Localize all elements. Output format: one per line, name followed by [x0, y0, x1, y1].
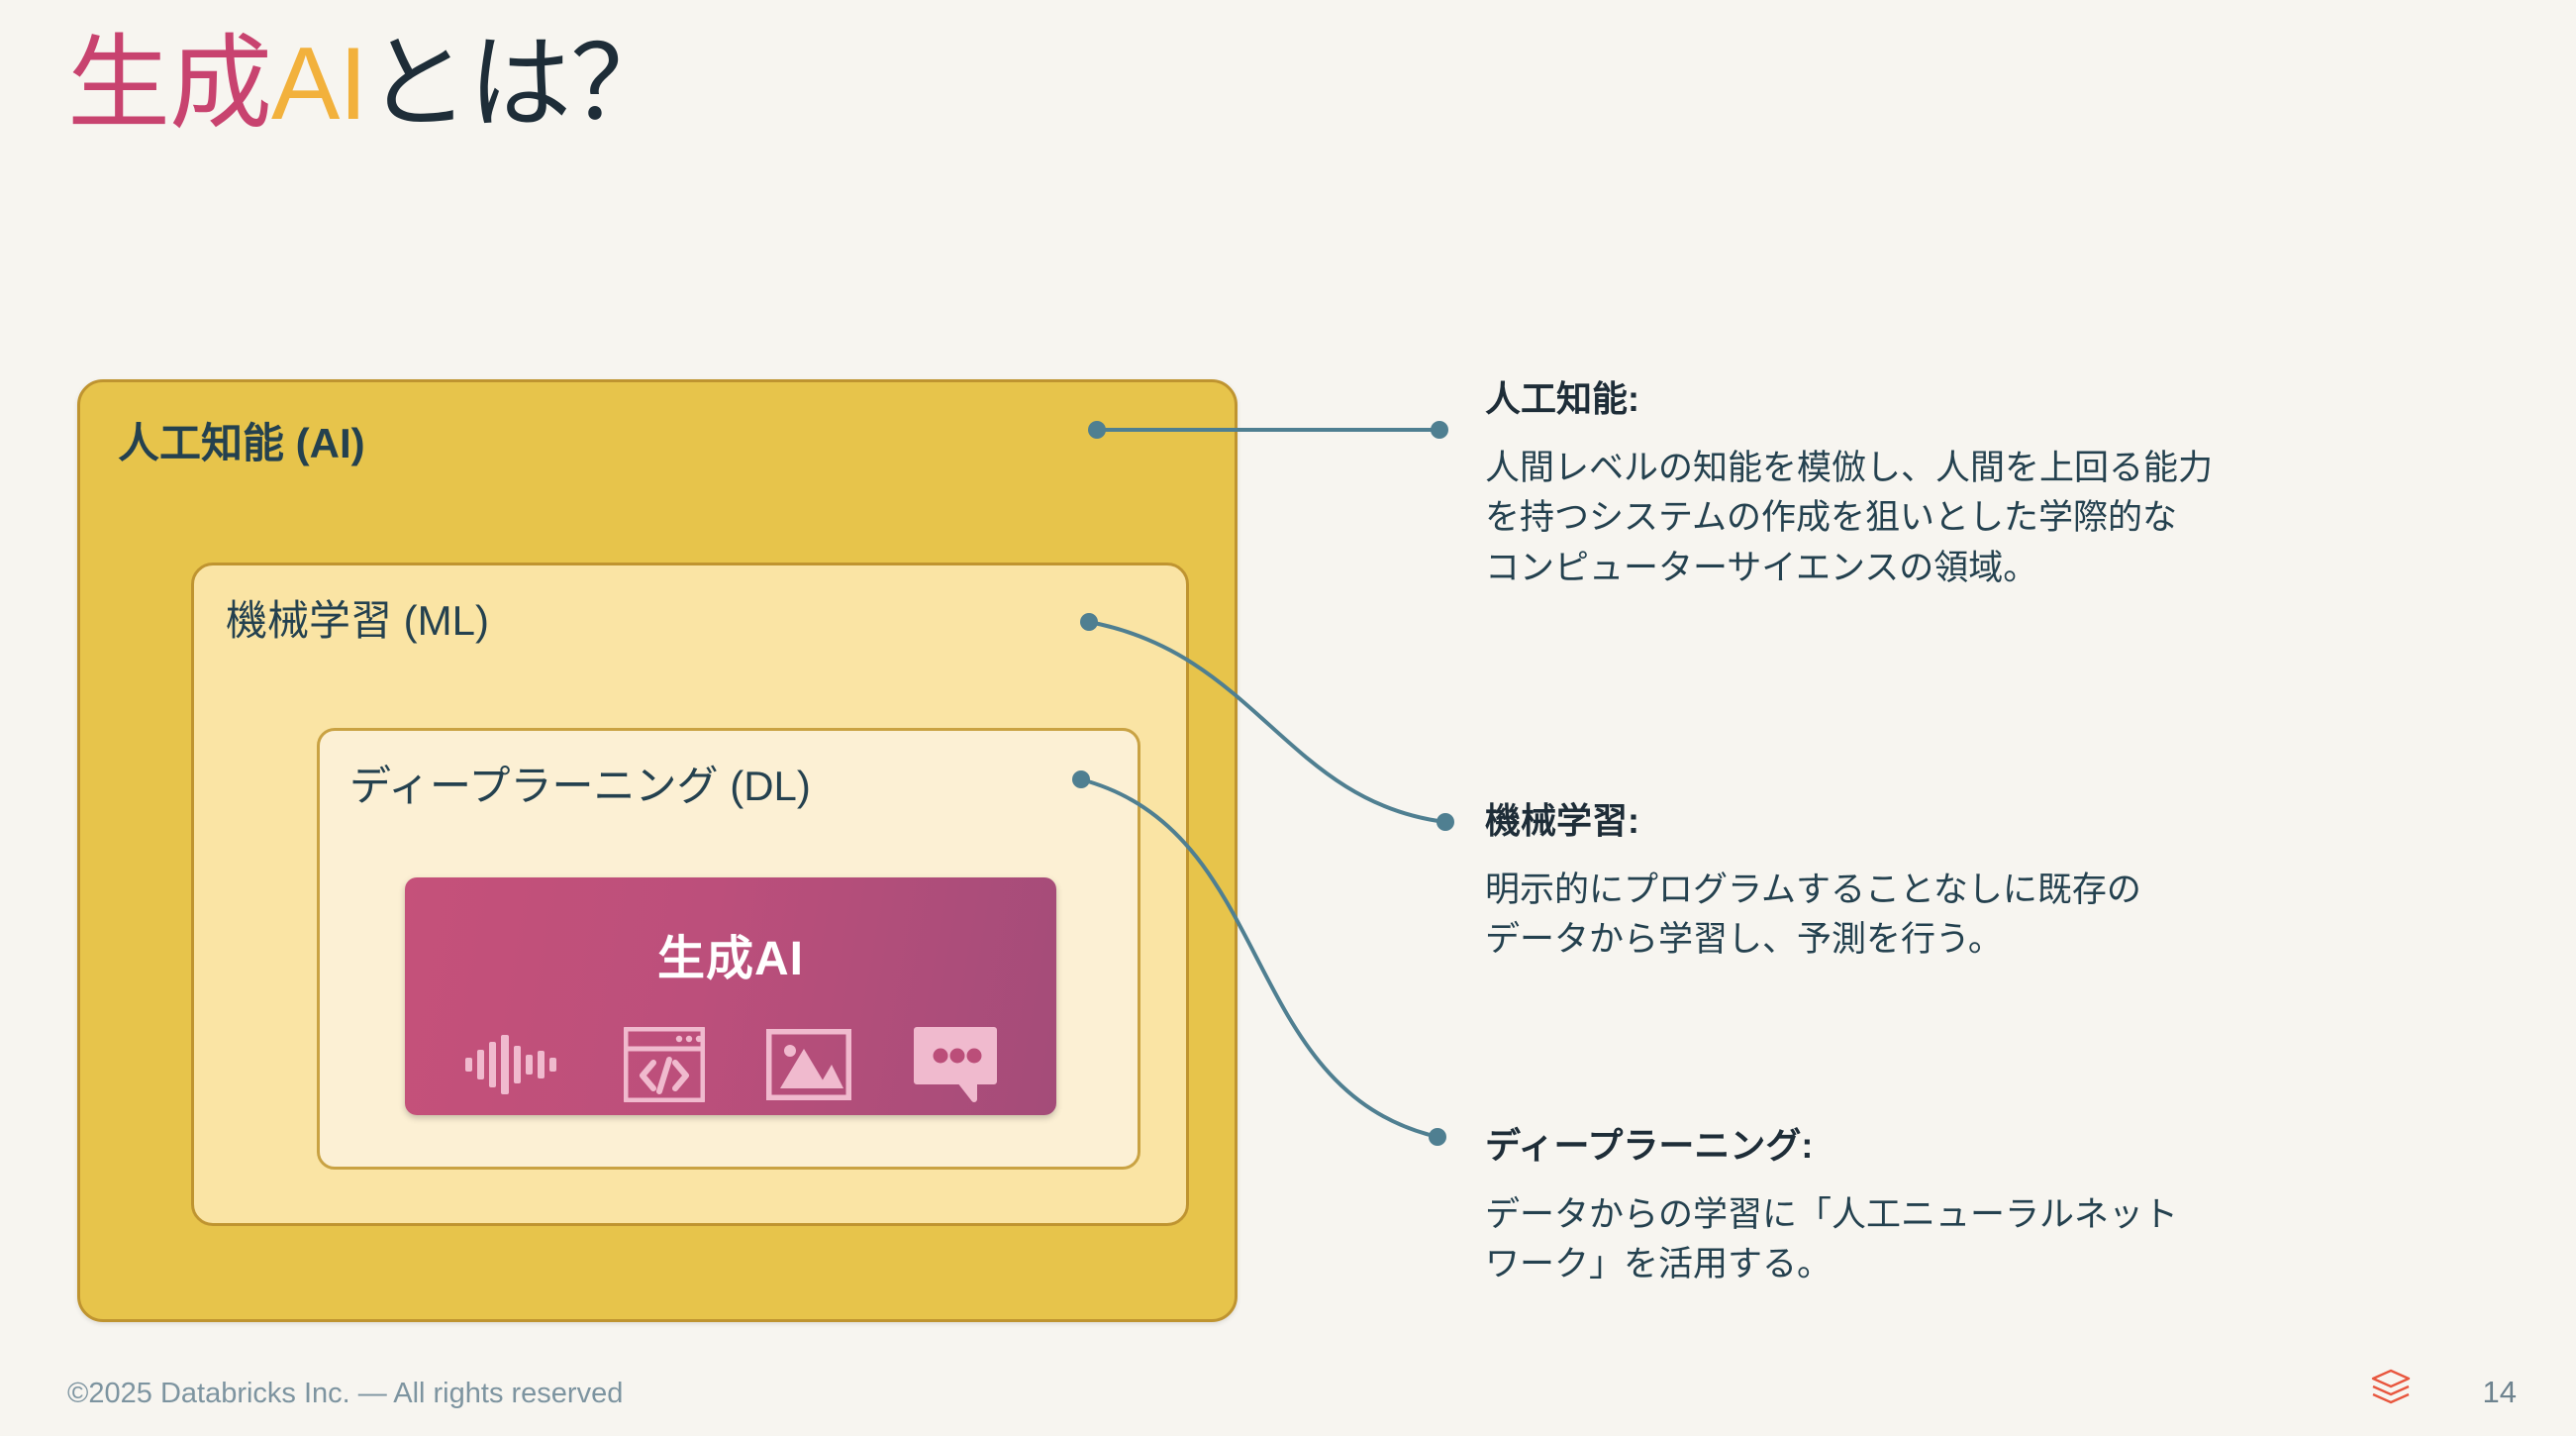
page-number: 14	[2482, 1375, 2517, 1409]
annotation-machine-learning: 機械学習: 明示的にプログラムすることなしに既存の データから学習し、予測を行う…	[1485, 792, 2485, 966]
code-window-icon	[624, 1027, 705, 1102]
audio-waveform-icon	[465, 1035, 556, 1094]
annotation-body-ml: 明示的にプログラムすることなしに既存の データから学習し、予測を行う。	[1485, 871, 2141, 960]
gen-ai-modality-icons	[463, 1026, 998, 1103]
connector-dot-target-dl	[1429, 1128, 1446, 1146]
title-part-navy: とは？	[366, 27, 673, 142]
box-machine-learning: 機械学習 (ML) ディープラーニング (DL) 生成AI	[191, 563, 1189, 1226]
box-generative-ai: 生成AI	[405, 877, 1056, 1115]
box-label-ai: 人工知能 (AI)	[118, 420, 365, 466]
page-title: 生成AIとは？	[67, 20, 673, 149]
chat-bubble-icon	[914, 1027, 997, 1102]
box-label-dl: ディープラーニング (DL)	[349, 763, 811, 809]
title-part-pink: 生成	[67, 27, 272, 142]
box-label-ml: 機械学習 (ML)	[226, 597, 489, 644]
box-deep-learning: ディープラーニング (DL) 生成AI	[317, 728, 1140, 1170]
box-artificial-intelligence: 人工知能 (AI) 機械学習 (ML) ディープラーニング (DL) 生成AI	[77, 379, 1238, 1322]
databricks-logo	[2371, 1369, 2411, 1404]
connector-dot-target-ml	[1437, 813, 1454, 831]
box-label-gen-ai: 生成AI	[656, 933, 804, 985]
footer-copyright: ©2025 Databricks Inc. — All rights reser…	[67, 1378, 624, 1409]
annotation-artificial-intelligence: 人工知能: 人間レベルの知能を模倣し、人間を上回る能力 を持つシステムの作成を狙…	[1485, 370, 2485, 593]
annotation-heading-ml: 機械学習:	[1485, 800, 1639, 841]
annotation-heading-ai: 人工知能:	[1485, 378, 1639, 419]
title-part-amber: AI	[271, 27, 367, 142]
annotation-heading-dl: ディープラーニング:	[1485, 1125, 1814, 1166]
ai-nesting-diagram: 人工知能 (AI) 機械学習 (ML) ディープラーニング (DL) 生成AI	[77, 379, 1238, 1322]
annotation-body-ai: 人間レベルの知能を模倣し、人間を上回る能力 を持つシステムの作成を狙いとした学際…	[1485, 449, 2214, 587]
annotation-deep-learning: ディープラーニング: データからの学習に「人工ニューラルネット ワーク」を活用す…	[1485, 1117, 2485, 1290]
annotation-body-dl: データからの学習に「人工ニューラルネット ワーク」を活用する。	[1485, 1195, 2179, 1284]
connector-dot-target-ai	[1431, 421, 1448, 439]
image-picture-icon	[766, 1029, 851, 1100]
